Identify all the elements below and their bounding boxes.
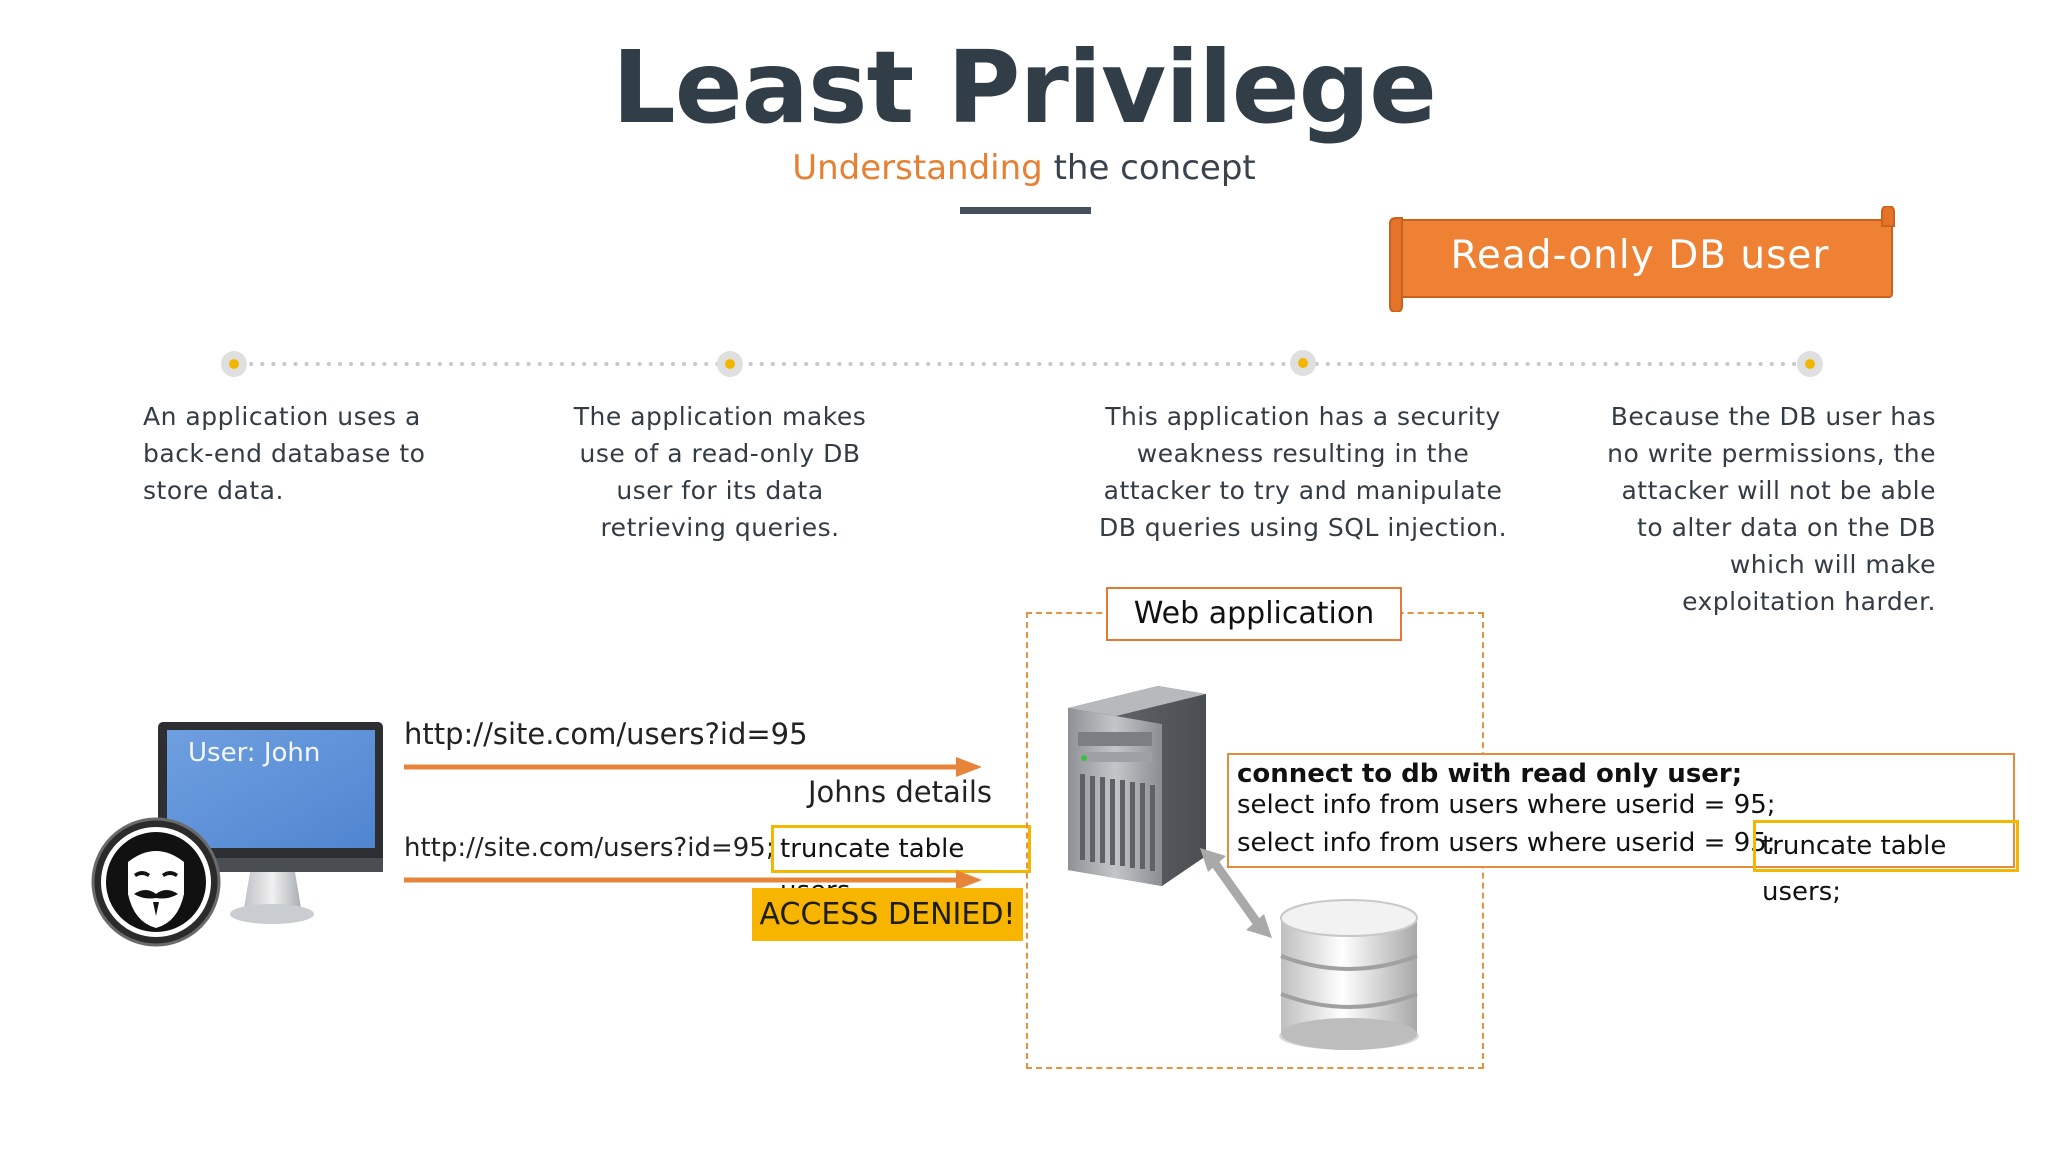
subtitle-rest: the concept (1042, 148, 1256, 188)
attack-payload-highlight: truncate table users (771, 825, 1031, 906)
web-application-label: Web application (1106, 587, 1402, 641)
timeline-dot-1 (221, 351, 247, 377)
banner-label: Read-only DB user (1450, 233, 1830, 278)
arrow-right-icon (404, 757, 982, 777)
double-arrow-icon (1200, 848, 1272, 938)
sql-payload-highlight: truncate table users; (1753, 820, 2019, 907)
page-title: Least Privilege (611, 29, 1437, 146)
subtitle-accent: Understanding (792, 148, 1043, 188)
timeline-dot-2 (717, 351, 743, 377)
database-icon (1279, 899, 1419, 1050)
anonymous-mask-icon (91, 817, 221, 947)
sql-line-1: connect to db with read only user; (1237, 759, 1743, 789)
sql-line-3: select info from users where userid = 95… (1237, 828, 1776, 858)
arrow-right-icon (404, 870, 982, 890)
timeline-dot-3 (1290, 350, 1316, 376)
sql-query-box (1227, 753, 2015, 868)
page-subtitle: Understanding the concept (0, 146, 2048, 190)
access-denied-badge: ACCESS DENIED! (752, 888, 1023, 941)
title-underline (960, 207, 1091, 214)
timeline-dot-4 (1797, 351, 1823, 377)
attack-request-url: http://site.com/users?id=95; (404, 833, 775, 863)
sql-line-2: select info from users where userid = 95… (1237, 790, 1776, 820)
server-tower-icon (1068, 686, 1206, 886)
normal-response-text: Johns details (808, 775, 992, 809)
timeline-line (238, 362, 1802, 366)
normal-request-url: http://site.com/users?id=95 (404, 717, 808, 751)
banner-scroll-shape (1389, 206, 1895, 312)
monitor-screen-label: User: John (188, 738, 321, 768)
